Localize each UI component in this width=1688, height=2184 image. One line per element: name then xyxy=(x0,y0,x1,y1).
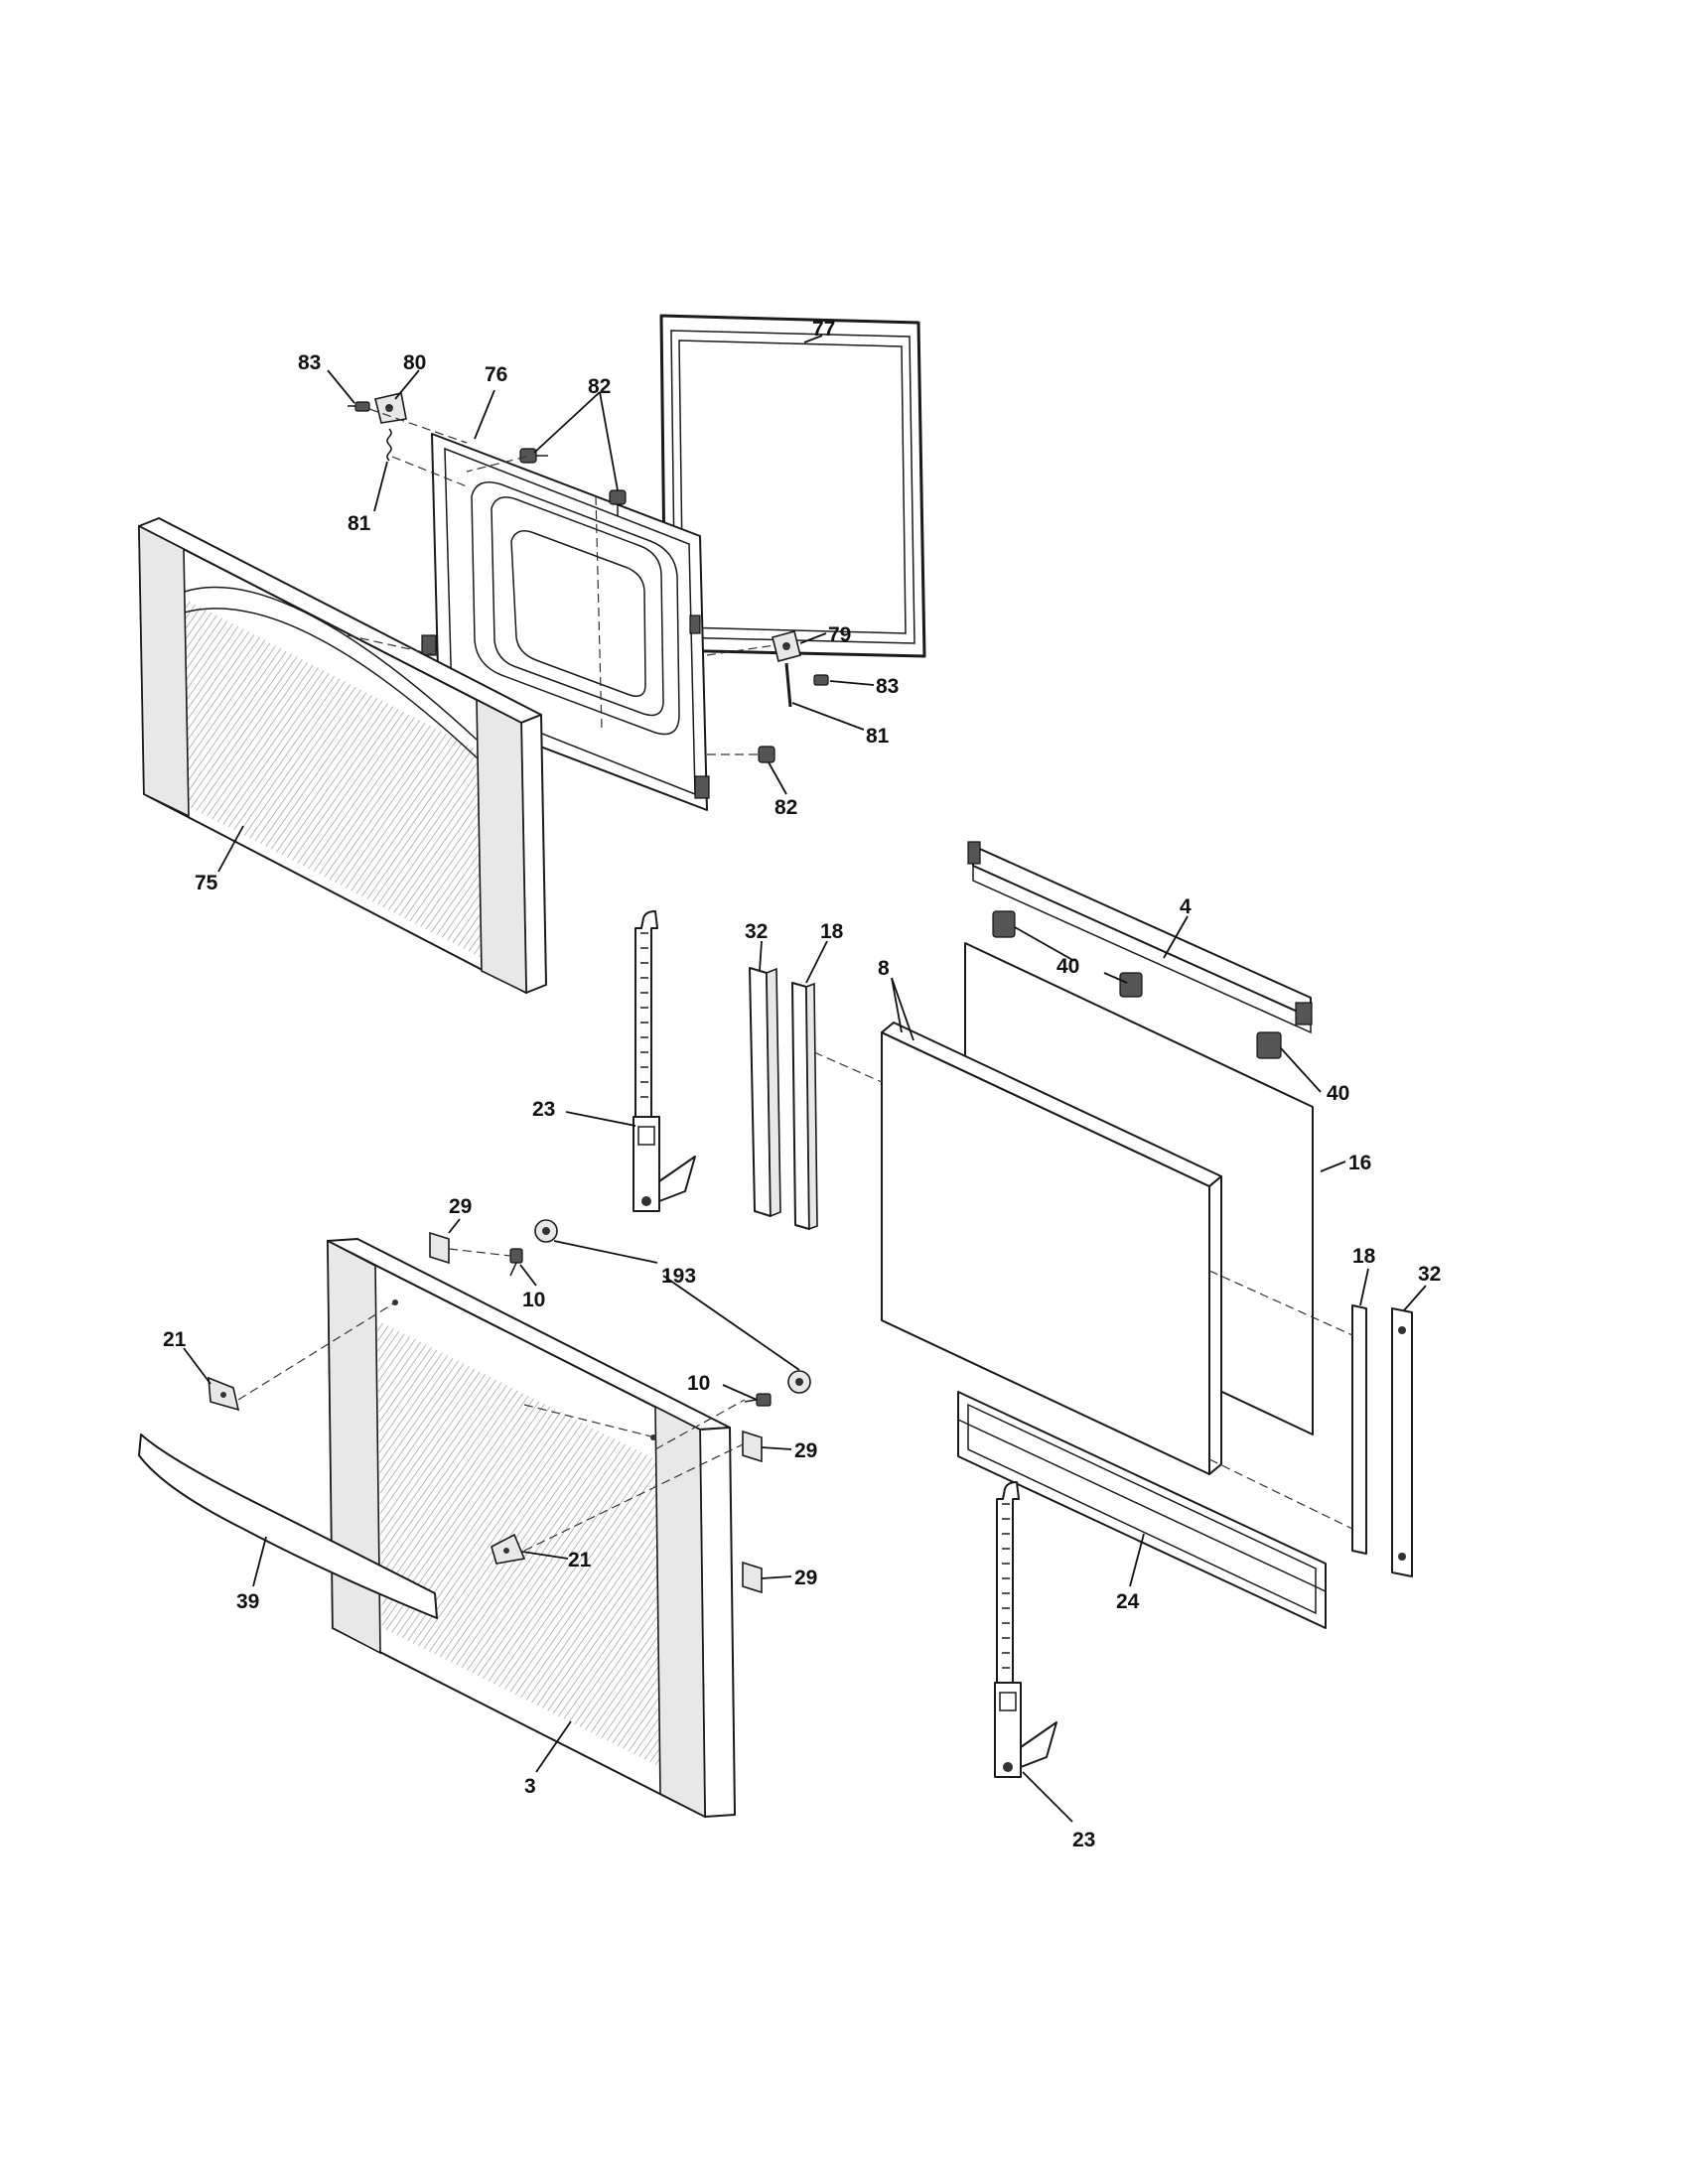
callout-82: 82 xyxy=(588,375,611,398)
part-193-nut-b xyxy=(787,1370,811,1394)
part-75-outer-door-panel xyxy=(138,517,547,995)
callout-32: 32 xyxy=(1418,1263,1441,1286)
callout-40: 40 xyxy=(1327,1082,1349,1105)
callout-193: 193 xyxy=(661,1265,696,1288)
callout-77: 77 xyxy=(812,318,835,341)
part-83-screw-top xyxy=(348,401,370,412)
callout-16: 16 xyxy=(1348,1152,1371,1174)
part-21-bracket-left xyxy=(208,1376,240,1412)
callout-21: 21 xyxy=(568,1549,592,1571)
callout-23: 23 xyxy=(532,1098,555,1121)
callout-39: 39 xyxy=(236,1590,259,1613)
part-193-nut-a xyxy=(534,1219,558,1243)
callout-29: 29 xyxy=(794,1439,817,1462)
callout-24: 24 xyxy=(1116,1590,1140,1613)
callout-18: 18 xyxy=(1352,1245,1376,1268)
part-83-screw-right xyxy=(813,674,829,686)
callout-32: 32 xyxy=(745,920,768,943)
part-3-lower-outer-door xyxy=(327,1238,736,1819)
part-82-bolt-lower xyxy=(758,746,775,763)
callout-3: 3 xyxy=(524,1775,536,1798)
part-8-front-glass xyxy=(881,1022,1222,1475)
part-40-clip-a xyxy=(992,910,1016,938)
callout-29: 29 xyxy=(449,1195,472,1218)
part-29-pad-b xyxy=(742,1430,763,1463)
part-39-door-handle xyxy=(138,1433,438,1619)
part-4-top-channel xyxy=(967,841,1313,1034)
callout-18: 18 xyxy=(820,920,844,943)
callout-8: 8 xyxy=(878,957,890,980)
callout-21: 21 xyxy=(163,1328,187,1351)
part-32-side-channel-left xyxy=(749,967,781,1218)
part-79-hinge-bracket-right xyxy=(772,630,801,662)
part-40-clip-b xyxy=(1119,972,1143,998)
callout-4: 4 xyxy=(1180,895,1192,918)
part-29-pad-c xyxy=(742,1561,763,1594)
part-40-clip-c xyxy=(1256,1031,1282,1059)
callout-82: 82 xyxy=(774,796,797,819)
callout-10: 10 xyxy=(522,1289,545,1311)
callout-79: 79 xyxy=(828,623,851,646)
part-10-screw-a xyxy=(509,1248,523,1277)
part-29-pad-a xyxy=(429,1231,450,1265)
callout-29: 29 xyxy=(794,1567,817,1589)
part-18-side-seal-left xyxy=(791,982,818,1231)
part-80-hinge-bracket-top xyxy=(374,392,407,424)
part-81-spring-right xyxy=(784,662,792,708)
part-82-bolt-upper-a xyxy=(519,448,548,464)
part-23-hinge-lower xyxy=(994,1481,1057,1778)
callout-40: 40 xyxy=(1056,955,1079,978)
callout-83: 83 xyxy=(876,675,899,698)
part-23-hinge-upper xyxy=(633,910,696,1212)
callout-80: 80 xyxy=(403,351,426,374)
part-81-spring-top xyxy=(386,428,392,462)
callout-81: 81 xyxy=(866,725,890,748)
callout-23: 23 xyxy=(1072,1829,1095,1851)
callout-83: 83 xyxy=(298,351,321,374)
callout-76: 76 xyxy=(485,363,507,386)
callout-81: 81 xyxy=(348,512,371,535)
callout-10: 10 xyxy=(687,1372,710,1395)
part-32-side-channel-right xyxy=(1391,1307,1413,1577)
callout-75: 75 xyxy=(195,872,218,894)
part-18-side-seal-right xyxy=(1351,1304,1367,1555)
part-24-bottom-channel xyxy=(957,1391,1327,1629)
part-21-bracket-center xyxy=(491,1533,526,1565)
